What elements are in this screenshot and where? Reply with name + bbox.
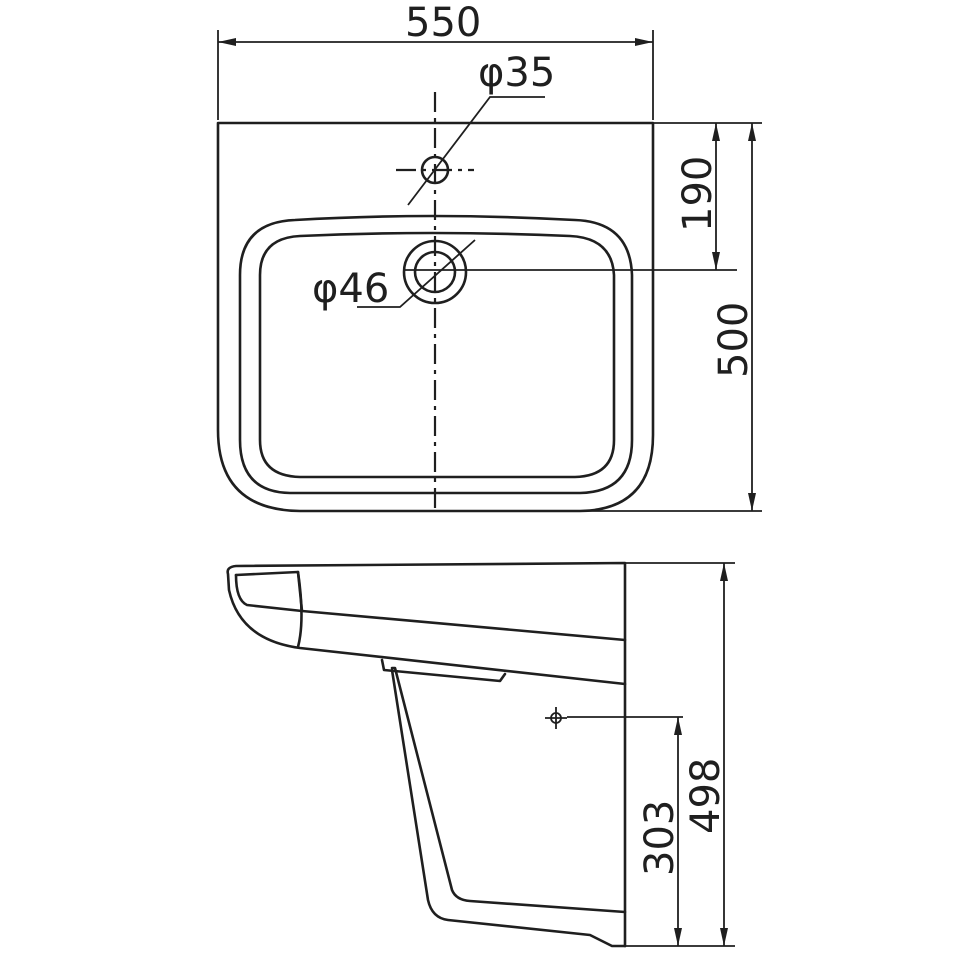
tap-hole-label: φ35 bbox=[478, 50, 555, 96]
width-arrow-right bbox=[635, 38, 653, 46]
bowl-rim bbox=[238, 214, 634, 495]
bowl-bottom bbox=[258, 231, 616, 479]
depth-arrow-bottom bbox=[748, 493, 756, 511]
drain-height-arrow-bottom bbox=[674, 928, 682, 946]
basin-outline bbox=[216, 121, 655, 513]
drain-height-arrow-top bbox=[674, 717, 682, 735]
pedestal-front bbox=[390, 666, 627, 914]
basin-side-front bbox=[296, 570, 303, 649]
drain-hole-label: φ46 bbox=[312, 266, 389, 312]
offset-label: 190 bbox=[675, 156, 721, 232]
offset-arrow-bottom bbox=[712, 252, 720, 270]
basin-side-outline bbox=[226, 561, 627, 686]
top-view: φ35 φ46 550 500 190 bbox=[216, 0, 762, 513]
height-arrow-bottom bbox=[720, 928, 728, 946]
height-arrow-top bbox=[720, 563, 728, 581]
tap-hole-leader bbox=[407, 96, 545, 206]
basin-side-rim bbox=[234, 570, 627, 642]
drain-hole-leader bbox=[357, 239, 476, 308]
drain-hole-outer bbox=[402, 239, 468, 305]
tap-hole bbox=[420, 155, 450, 185]
drain-height-label: 303 bbox=[637, 800, 683, 876]
width-label: 550 bbox=[405, 0, 481, 46]
drain-hole-inner bbox=[413, 250, 457, 294]
basin-side-lip bbox=[234, 573, 304, 613]
height-label: 498 bbox=[683, 758, 729, 834]
depth-arrow-top bbox=[748, 123, 756, 141]
width-arrow-left bbox=[218, 38, 236, 46]
side-view: 498 303 bbox=[226, 561, 735, 948]
pedestal-top bbox=[380, 658, 507, 683]
depth-label: 500 bbox=[711, 302, 757, 378]
pedestal-outline bbox=[390, 668, 627, 948]
offset-arrow-top bbox=[712, 123, 720, 141]
